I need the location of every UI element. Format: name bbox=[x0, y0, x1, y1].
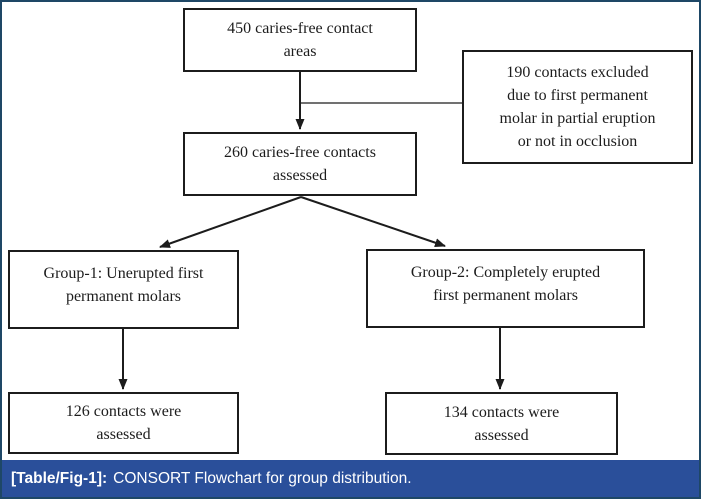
flow-node-text-line: or not in occlusion bbox=[517, 133, 638, 150]
flow-node-text-line: 126 contacts were bbox=[65, 403, 182, 420]
flow-node-excluded-contacts: 190 contacts excluded due to first perma… bbox=[462, 50, 693, 164]
flow-node-assessed-contacts: 260 caries-free contacts assessed bbox=[183, 132, 417, 196]
flow-node-text-line: 260 caries-free contacts bbox=[224, 144, 376, 161]
flow-node-text-line: due to first permanent bbox=[507, 87, 648, 104]
flow-node-text-line: assessed bbox=[272, 167, 328, 184]
flow-node-group2: Group-2: Completely erupted first perman… bbox=[366, 249, 645, 328]
flow-node-text-line: permanent molars bbox=[65, 287, 182, 305]
figure-caption-label: [Table/Fig-1]: bbox=[11, 469, 108, 487]
flow-node-text-line: 134 contacts were bbox=[443, 403, 560, 421]
flow-node-text-line: molar in partial eruption bbox=[499, 110, 656, 127]
flow-node-text-line: 190 contacts excluded bbox=[506, 64, 649, 81]
flow-node-text-line: 450 caries-free contact bbox=[227, 20, 373, 37]
flow-node-text-line: assessed bbox=[96, 426, 151, 443]
flow-node-total-contacts: 450 caries-free contact areas bbox=[183, 8, 417, 72]
flow-node-text-line: Group-2: Completely erupted bbox=[410, 263, 601, 281]
flow-node-text-line: assessed bbox=[474, 426, 529, 444]
flow-node-text-line: first permanent molars bbox=[433, 286, 578, 304]
figure-caption-text: CONSORT Flowchart for group distribution… bbox=[113, 469, 412, 487]
figure-caption-bar: [Table/Fig-1]: CONSORT Flowchart for gro… bbox=[2, 460, 699, 497]
flow-node-group1-outcome: 126 contacts were assessed bbox=[8, 392, 239, 454]
flow-node-group1: Group-1: Unerupted first permanent molar… bbox=[8, 250, 239, 329]
flow-node-text-line: areas bbox=[283, 43, 317, 60]
flow-node-group2-outcome: 134 contacts were assessed bbox=[385, 392, 618, 455]
flow-node-text-line: Group-1: Unerupted first bbox=[43, 264, 204, 282]
